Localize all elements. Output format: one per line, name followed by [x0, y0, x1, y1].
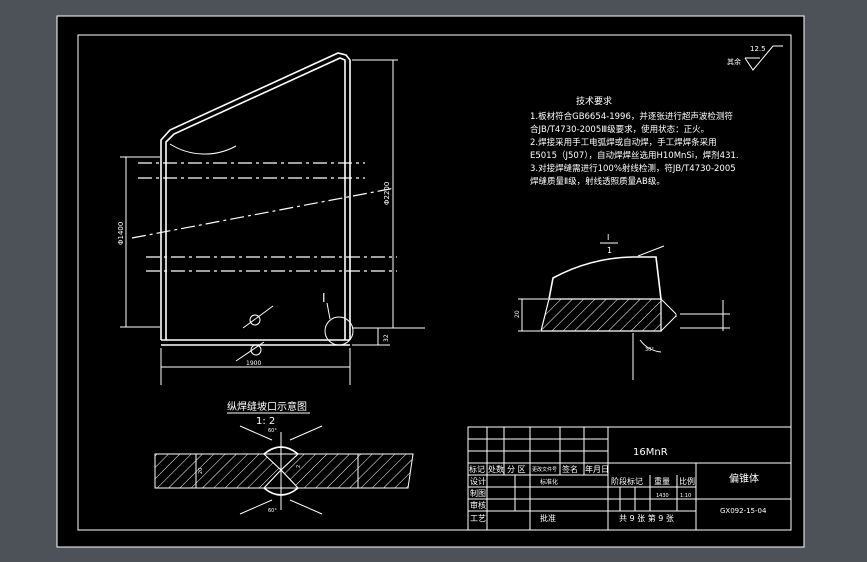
drawing-number: GX092-15-04 [720, 507, 767, 515]
label-approve: 批准 [540, 513, 556, 523]
label-scale: 比例 [679, 476, 695, 486]
tech-note-4: E5015（J507），自动焊焊丝选用H10MnSi，焊剂431. [530, 150, 739, 161]
label-check: 审核 [470, 500, 486, 510]
scale-value: 1:10 [680, 493, 691, 499]
label-sign: 签名 [562, 464, 578, 474]
dim-small: 32 [383, 334, 390, 342]
dim-bottom: 1900 [246, 360, 261, 367]
sheet-text: 共 9 张 第 9 张 [619, 513, 674, 523]
weld-dim-t: 20 [198, 468, 204, 474]
label-design: 设计 [470, 476, 486, 486]
weight-value: 1430 [656, 493, 669, 499]
dim-right: Φ2200 [383, 182, 391, 205]
weld-groove-section: 纵焊缝坡口示意图 1: 2 60° 60° 20 2 [154, 400, 414, 515]
tech-note-1: 1.板材符合GB6654-1996，并逐张进行超声波检测符 [530, 111, 733, 122]
tech-note-6: 焊缝质量Ⅱ级，射线透照质量AB级。 [530, 176, 665, 187]
dim-left: Φ1400 [117, 222, 125, 245]
weld-section-title: 纵焊缝坡口示意图 [227, 400, 307, 413]
roughness-value: 12.5 [750, 45, 766, 53]
label-process: 工艺 [470, 514, 486, 523]
detail-circle [324, 316, 354, 346]
label-draw: 制图 [470, 488, 486, 498]
label-date: 年月日 [585, 464, 609, 474]
label-zone: 分 区 [507, 465, 526, 474]
weld-angle-top: 60° [268, 428, 277, 434]
label-weight: 重量 [654, 476, 670, 486]
main-view-cone: Φ1400 Φ2200 1900 32 I [117, 52, 425, 385]
weld-section-scale: 1: 2 [256, 416, 275, 427]
view-label-I: I [322, 291, 326, 305]
detail-mark-bottom: 1 [607, 246, 612, 255]
label-standard: 标准化 [540, 478, 558, 486]
tech-note-2: 合JB/T4730-2005Ⅲ级要求，使用状态：正火。 [530, 124, 709, 135]
title-block: 16MnR 偏锥体 GX092-15-04 标记 处数 分 区 更改文件号 签名… [467, 426, 792, 531]
tech-title: 技术要求 [576, 95, 612, 107]
tech-note-5: 3.对接焊缝需进行100%射线检测，符JB/T4730-2005 [530, 163, 736, 174]
detail-angle: 30° [645, 347, 654, 353]
roughness-label: 其余 [727, 57, 741, 66]
weld-dim-2: 2 [296, 465, 302, 468]
part-name: 偏锥体 [729, 472, 759, 485]
detail-dim: 20 [514, 310, 521, 318]
detail-mark-top: I [607, 233, 609, 242]
roughness-symbol: 12.5 其余 [727, 45, 783, 71]
weld-angle-bottom: 60° [268, 508, 277, 514]
tech-note-3: 2.焊接采用手工电弧焊或自动焊，手工焊焊条采用 [530, 137, 717, 148]
label-count: 处数 [488, 464, 504, 474]
drawing-frame [77, 34, 792, 531]
label-stage: 阶段标记 [611, 476, 643, 486]
label-change-doc: 更改文件号 [532, 466, 557, 473]
technical-requirements: 技术要求 1.板材符合GB6654-1996，并逐张进行超声波检测符 合JB/T… [530, 95, 739, 187]
detail-view-I: I 1 20 30° [514, 233, 730, 380]
label-mark: 标记 [469, 464, 485, 474]
material: 16MnR [633, 447, 668, 458]
